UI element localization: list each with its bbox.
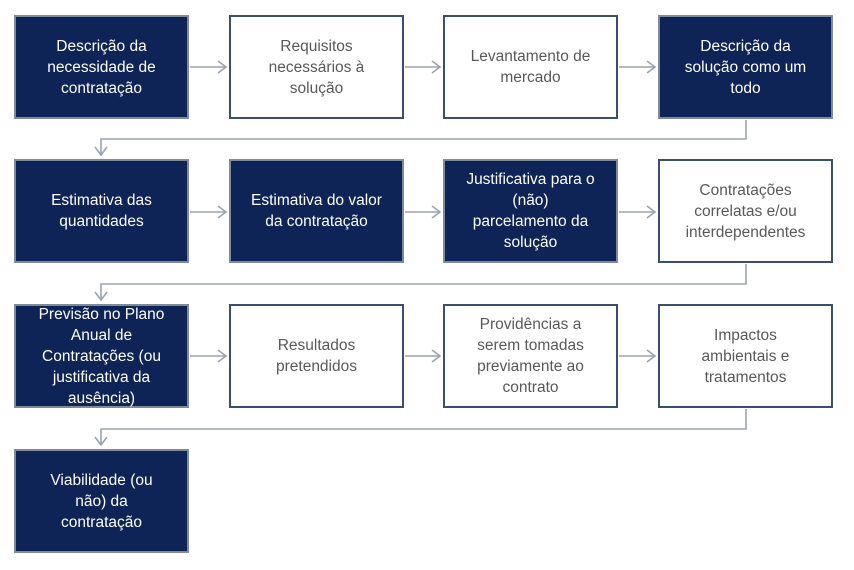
step-contratacoes-correlatas: Contratações correlatas e/ou interdepend… [658,159,833,263]
step-providencias: Providências a serem tomadas previamente… [443,304,618,408]
arrow-step4-to-step5 [94,120,747,157]
arrow-step5-to-step6 [190,205,228,219]
step-estimativa-quantidades: Estimativa das quantidades [14,159,189,263]
arrow-step6-to-step7 [405,205,442,219]
arrow-step8-to-step9 [94,264,747,302]
step-impactos-ambientais: Impactos ambientais e tratamentos [658,304,833,408]
arrow-step7-to-step8 [619,205,657,219]
step-justificativa-parcelamento: Justificativa para o (não) parcelamento … [443,159,618,263]
arrow-step11-to-step12 [619,349,657,363]
arrow-step9-to-step10 [190,349,228,363]
step-requisitos-necessarios: Requisitos necessários à solução [229,15,404,119]
step-estimativa-valor: Estimativa do valor da contratação [229,159,404,263]
arrow-step2-to-step3 [405,60,442,74]
arrow-step1-to-step2 [190,60,228,74]
step-descricao-solucao: Descrição da solução como um todo [658,15,833,119]
step-descricao-necessidade: Descrição da necessidade de contratação [14,15,189,119]
step-levantamento-mercado: Levantamento de mercado [443,15,618,119]
arrow-step10-to-step11 [405,349,442,363]
arrow-step3-to-step4 [619,60,657,74]
step-resultados-pretendidos: Resultados pretendidos [229,304,404,408]
step-previsao-plano-anual: Previsão no Plano Anual de Contratações … [14,304,189,408]
arrow-step12-to-step13 [94,409,747,447]
step-viabilidade: Viabilidade (ou não) da contratação [14,449,189,553]
